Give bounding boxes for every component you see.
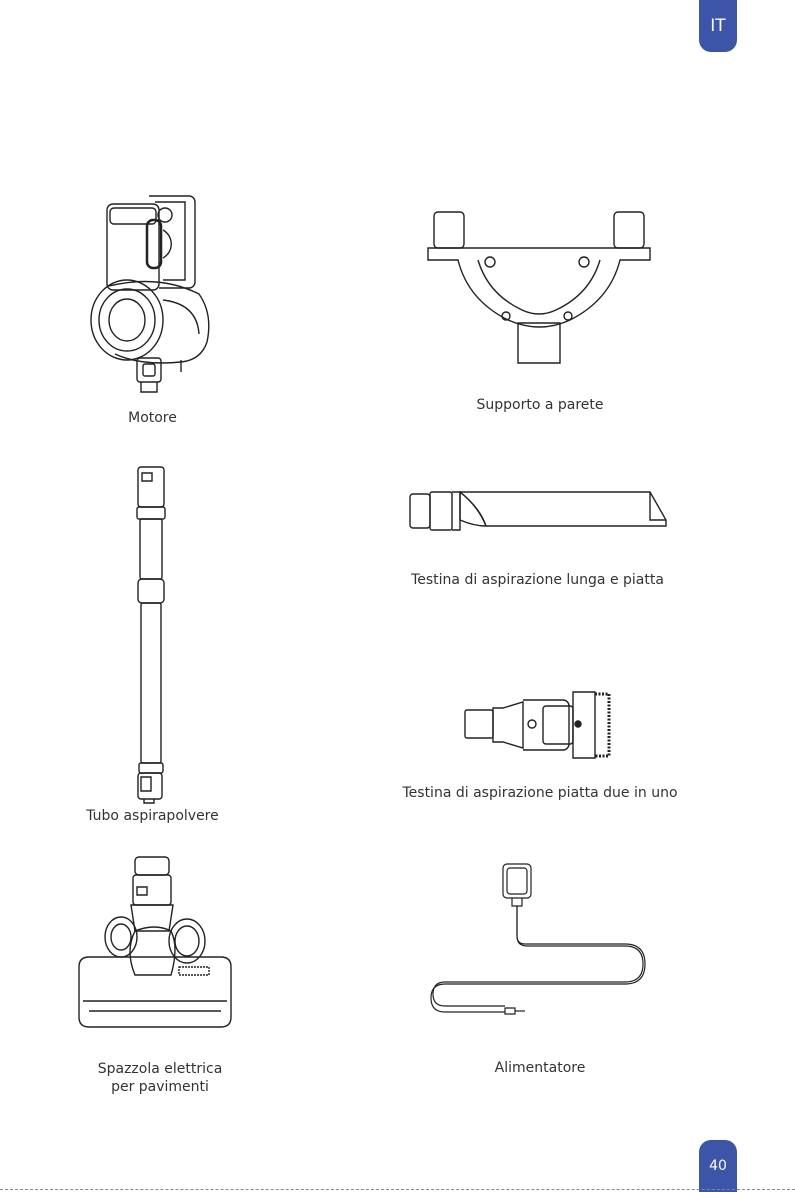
power-adapter-icon — [428, 862, 653, 1022]
component-label-spazzola-line-2: per pavimenti — [60, 1078, 260, 1096]
component-label-testina-lunga: Testina di aspirazione lunga e piatta — [400, 572, 675, 588]
floor-brush-icon — [75, 855, 235, 1035]
component-label-alimentatore: Alimentatore — [440, 1060, 640, 1076]
crevice-tool-icon — [408, 488, 670, 534]
component-label-motore: Motore — [80, 410, 225, 426]
component-label-spazzola-line-1: Spazzola elettrica — [60, 1060, 260, 1078]
wall-mount-icon — [428, 208, 650, 366]
page-number: 40 — [699, 1140, 737, 1192]
component-label-supporto: Supporto a parete — [440, 397, 640, 413]
component-label-tubo: Tubo aspirapolvere — [70, 808, 235, 824]
two-in-one-brush-icon — [463, 690, 613, 760]
component-label-testina-due-in-uno: Testina di aspirazione piatta due in uno — [400, 785, 680, 801]
page-bottom-rule — [0, 1189, 795, 1190]
language-tab: IT — [699, 0, 737, 52]
motor-unit-icon — [85, 190, 215, 405]
extension-tube-icon — [128, 465, 174, 805]
component-label-spazzola: Spazzola elettrica per pavimenti — [60, 1060, 260, 1096]
